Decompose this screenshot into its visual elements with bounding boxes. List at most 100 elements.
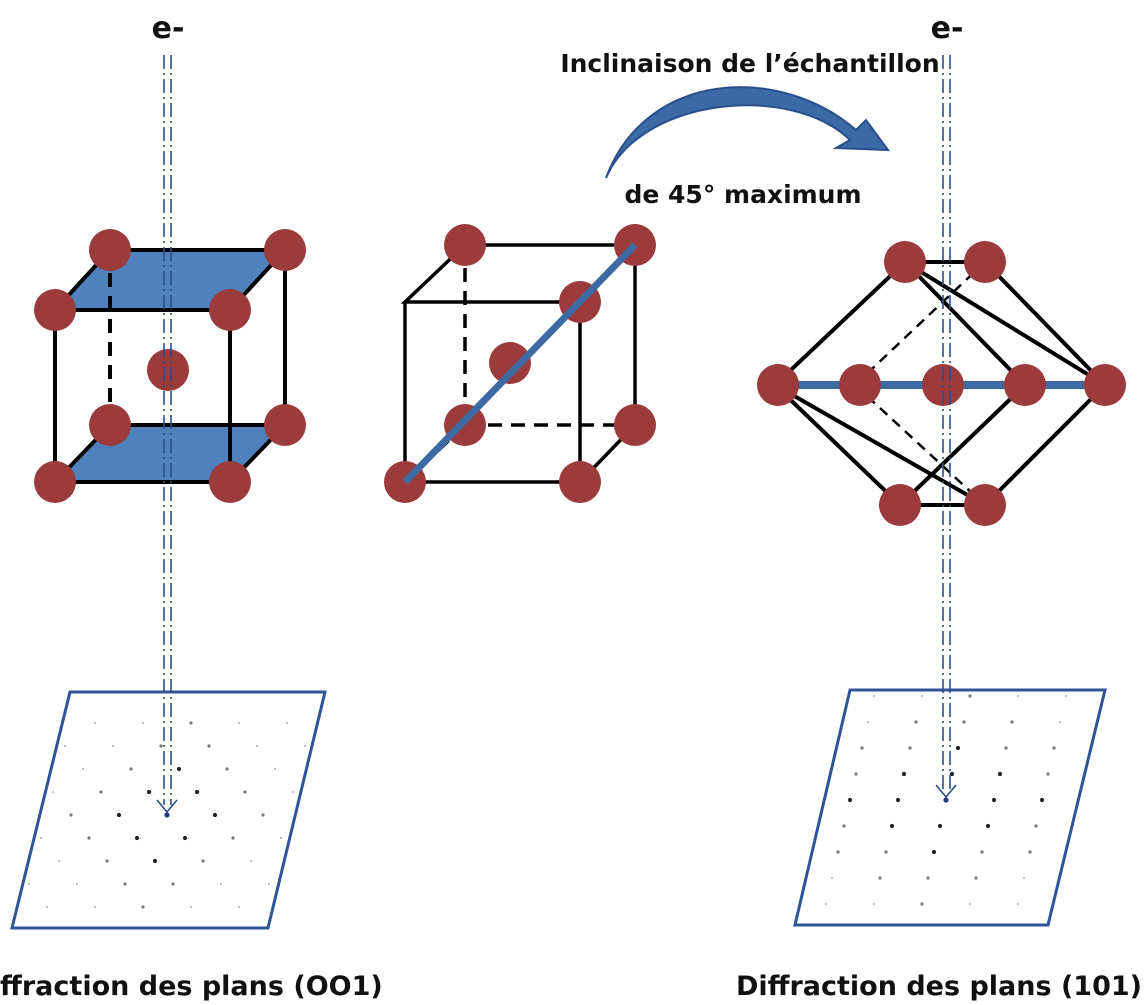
diffraction-spot xyxy=(991,797,997,803)
diffraction-spot xyxy=(872,902,876,906)
atom xyxy=(489,342,531,384)
diffraction-spot xyxy=(1016,694,1020,698)
diffraction-spot xyxy=(1028,850,1032,854)
diffraction-spot xyxy=(93,721,97,725)
left-cube xyxy=(34,229,306,503)
diffraction-spot xyxy=(231,836,235,840)
atom xyxy=(839,364,881,406)
diffraction-spot xyxy=(249,859,253,863)
diffraction-spot xyxy=(45,905,49,909)
top-plane xyxy=(55,250,285,310)
diffraction-spot xyxy=(261,813,265,817)
diffraction-spot xyxy=(159,744,163,748)
diffraction-spot xyxy=(164,812,170,818)
diffraction-spot xyxy=(225,767,229,771)
diffraction-spot xyxy=(219,882,223,886)
atom xyxy=(264,404,306,446)
diffraction-spot xyxy=(237,905,241,909)
diffraction-spot xyxy=(920,902,924,906)
atom xyxy=(34,289,76,331)
electron-beam-right xyxy=(935,55,957,799)
diffraction-spot xyxy=(968,902,972,906)
diffraction-spot xyxy=(908,746,912,750)
atom xyxy=(444,224,486,266)
atom xyxy=(757,364,799,406)
atom xyxy=(34,461,76,503)
diffraction-spot xyxy=(171,882,175,886)
atom xyxy=(264,229,306,271)
diffraction-spot xyxy=(81,767,85,771)
diffraction-spot xyxy=(93,905,97,909)
diffraction-spot xyxy=(243,790,247,794)
diffraction-spot xyxy=(105,859,109,863)
diffraction-spot xyxy=(860,746,864,750)
diffraction-spot xyxy=(847,797,853,803)
atom xyxy=(879,484,921,526)
diffraction-spot xyxy=(134,835,140,841)
diffraction-spot xyxy=(830,876,834,880)
diffraction-spot xyxy=(968,694,972,698)
diffraction-spot xyxy=(949,771,955,777)
diffraction-spot xyxy=(129,767,133,771)
diffraction-spot xyxy=(866,720,870,724)
diffraction-spot xyxy=(1064,694,1068,698)
diffraction-spot xyxy=(985,823,991,829)
atom xyxy=(964,241,1006,283)
diffraction-spot xyxy=(201,859,205,863)
diffraction-spot xyxy=(914,720,918,724)
caption-right: Diffraction des plans (101) xyxy=(736,971,1142,1002)
diffraction-spot xyxy=(926,876,930,880)
diffraction-spot xyxy=(57,859,61,863)
diffraction-spot xyxy=(955,745,961,751)
diffraction-spot xyxy=(189,905,193,909)
diffraction-spot xyxy=(194,789,200,795)
diffraction-spot xyxy=(39,836,43,840)
middle-cube xyxy=(384,224,656,503)
diffraction-spot xyxy=(1046,772,1050,776)
atom xyxy=(209,289,251,331)
right-cube xyxy=(757,241,1126,526)
diffraction-spot xyxy=(1058,720,1062,724)
tilt-arrow xyxy=(605,86,891,179)
diffraction-spot xyxy=(842,824,846,828)
diffraction-spot xyxy=(176,766,182,772)
diffraction-spot xyxy=(854,772,858,776)
diffraction-spot xyxy=(285,721,289,725)
diffraction-spot xyxy=(1004,746,1008,750)
atom xyxy=(1084,364,1126,406)
diffraction-spot xyxy=(279,836,283,840)
diffraction-spot xyxy=(69,813,73,817)
diffraction-spot xyxy=(824,902,828,906)
diagonal-plane xyxy=(402,242,638,485)
diffraction-spot xyxy=(943,797,949,803)
diffraction-spot xyxy=(27,882,31,886)
diffraction-spot xyxy=(895,797,901,803)
bottom-plane xyxy=(55,425,285,482)
diffraction-spot xyxy=(1010,720,1014,724)
diffraction-spot xyxy=(1039,797,1045,803)
diffraction-spot xyxy=(303,744,307,748)
diffraction-spot xyxy=(1022,876,1026,880)
diffraction-spot xyxy=(99,790,103,794)
diffraction-spot xyxy=(116,812,122,818)
diffraction-spot xyxy=(1052,746,1056,750)
diffraction-spot xyxy=(111,744,115,748)
tilt-text-line2: de 45° maximum xyxy=(624,180,861,209)
diffraction-spots xyxy=(824,694,1068,906)
diffraction-spot xyxy=(997,771,1003,777)
diffraction-spot xyxy=(937,823,943,829)
diffraction-spots xyxy=(27,721,307,909)
electron-label-right: e- xyxy=(931,11,964,46)
diffraction-spot xyxy=(212,812,218,818)
diffraction-spot xyxy=(63,744,67,748)
diffraction-spot xyxy=(237,721,241,725)
diffraction-spot xyxy=(207,744,211,748)
diffraction-spot xyxy=(980,850,984,854)
diffraction-spot xyxy=(1016,902,1020,906)
diffraction-spot xyxy=(962,720,966,724)
atom xyxy=(964,484,1006,526)
diffraction-spot xyxy=(189,721,193,725)
diffraction-spot xyxy=(878,876,882,880)
diffraction-spot xyxy=(872,694,876,698)
